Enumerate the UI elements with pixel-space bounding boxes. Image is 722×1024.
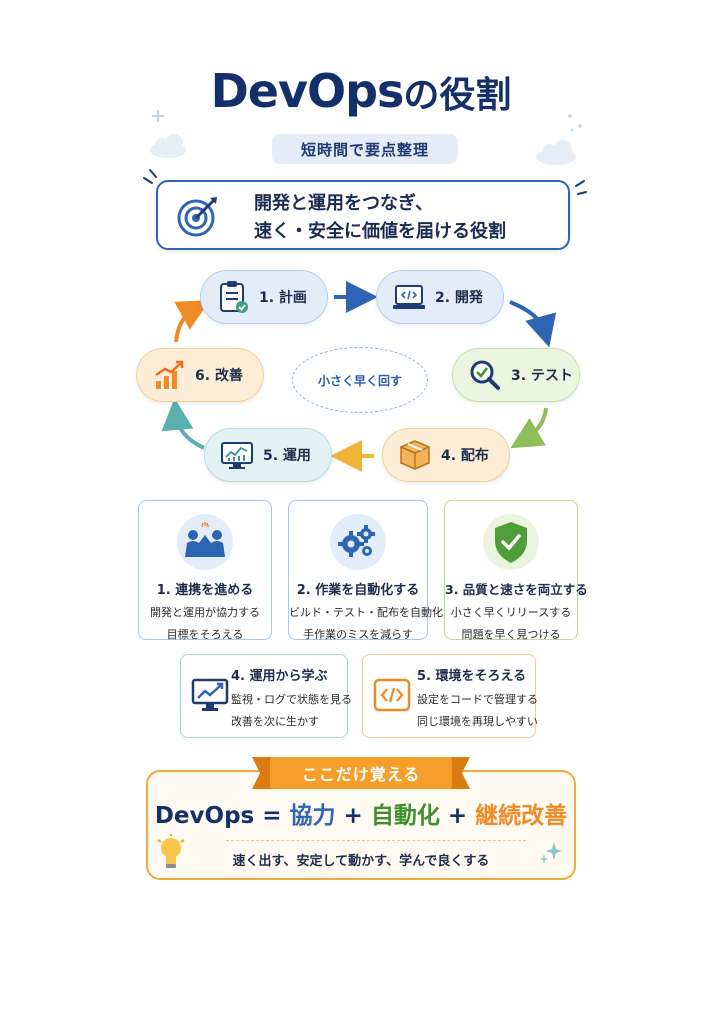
devops-formula: DevOps = 協力 + 自動化 + 継続改善	[0, 796, 722, 830]
page-title: DevOpsの役割	[0, 64, 722, 118]
formula-plus: +	[343, 803, 363, 829]
role-card-collaboration: 1. 連携を進める 開発と運用が協力する 目標をそろえる	[138, 500, 272, 641]
title-role: の役割	[403, 75, 512, 116]
collaboration-icon	[177, 514, 233, 570]
takeaway-summary: 速く出す、安定して動かす、学んで良くする	[232, 854, 490, 869]
formula-term-improvement: 継続改善	[475, 803, 568, 829]
cycle-step-label: 6. 改善	[195, 368, 243, 384]
formula-plus: +	[447, 803, 468, 829]
mission-line-2: 速く・安全に価値を届ける役割	[254, 221, 506, 242]
role-card-line: 同じ環境を再現しやすい	[417, 715, 538, 728]
lightbulb-icon	[157, 834, 185, 868]
burst-lines-icon	[143, 169, 587, 195]
cloud-right-icon	[536, 140, 576, 165]
cycle-step-plan: 1. 計画	[200, 270, 328, 324]
cycle-step-develop: 2. 開発	[376, 270, 504, 324]
cycle-step-improve: 6. 改善	[136, 348, 264, 402]
arrow-ops-to-improve	[161, 398, 205, 450]
divider	[226, 840, 526, 841]
role-card-automation: 2. 作業を自動化する ビルド・テスト・配布を自動化 手作業のミスを減らす	[288, 500, 443, 641]
cycle-step-operate: 5. 運用	[204, 428, 332, 482]
role-card-line: 目標をそろえる	[166, 628, 244, 641]
cycle-step-label: 5. 運用	[263, 448, 311, 464]
growth-chart-icon	[155, 360, 184, 389]
gears-icon	[330, 514, 386, 570]
cycle-step-label: 1. 計画	[259, 290, 307, 306]
sparkle-icon	[540, 842, 562, 864]
monitor-graph-icon	[191, 678, 229, 711]
cycle-center-label: 小さく早く回す	[292, 347, 428, 413]
role-card-line: 開発と運用が協力する	[150, 606, 260, 619]
role-card-line: 設定をコードで管理する	[417, 693, 538, 706]
cycle-step-label: 4. 配布	[441, 448, 489, 464]
cloud-left-icon	[150, 134, 186, 158]
cycle-step-test: 3. テスト	[452, 348, 580, 402]
role-card-title: 3. 品質と速さを両立する	[445, 582, 588, 597]
title-devops: DevOps	[210, 64, 405, 118]
arrow-test-to-deploy	[510, 407, 548, 449]
role-card-line: ビルド・テスト・配布を自動化	[289, 606, 443, 619]
shield-check-icon	[483, 514, 539, 570]
formula-term-collaboration: 協力	[289, 803, 336, 829]
role-card-line: 手作業のミスを減らす	[303, 628, 413, 641]
dots-icon	[568, 114, 582, 132]
role-card-learn: 4. 運用から学ぶ 監視・ログで状態を見る 改善を次に生かす	[180, 654, 352, 738]
cycle-step-deploy: 4. 配布	[382, 428, 510, 482]
laptop-code-icon	[393, 285, 425, 309]
formula-term-automation: 自動化	[370, 803, 440, 829]
cycle-step-label: 3. テスト	[511, 368, 573, 384]
arrow-dev-to-test	[509, 300, 557, 348]
formula-subject: DevOps	[154, 803, 255, 829]
monitor-chart-icon	[221, 442, 253, 469]
formula-equals: =	[262, 803, 282, 829]
role-card-line: 監視・ログで状態を見る	[231, 693, 352, 706]
role-card-line: 改善を次に生かす	[231, 715, 319, 728]
role-card-title: 4. 運用から学ぶ	[231, 669, 328, 684]
role-card-title: 5. 環境をそろえる	[417, 669, 527, 684]
banner-ribbon-icon	[252, 757, 470, 789]
target-icon	[177, 197, 217, 237]
sparkle-icon	[152, 110, 164, 122]
subtitle-badge: 短時間で要点整理	[272, 134, 458, 164]
clipboard-icon	[220, 281, 248, 313]
magnifier-check-icon	[470, 360, 500, 390]
arrow-improve-to-plan	[174, 300, 210, 343]
role-card-environment: 5. 環境をそろえる 設定をコードで管理する 同じ環境を再現しやすい	[362, 654, 538, 738]
role-card-title: 2. 作業を自動化する	[296, 583, 420, 598]
role-card-title: 1. 連携を進める	[156, 583, 254, 598]
package-icon	[400, 440, 430, 470]
mission-statement: 開発と運用をつなぎ、 速く・安全に価値を届ける役割	[156, 180, 570, 250]
role-card-quality: 3. 品質と速さを両立する 小さく早くリリースする 問題を早く見つける	[444, 500, 588, 641]
role-card-line: 小さく早くリリースする	[450, 606, 572, 619]
mission-line-1: 開発と運用をつなぎ、	[254, 193, 434, 214]
key-takeaway-banner: ここだけ覚える	[270, 757, 452, 789]
cycle-step-label: 2. 開発	[435, 290, 483, 306]
role-card-line: 問題を早く見つける	[461, 628, 561, 641]
code-brackets-icon	[373, 678, 411, 712]
